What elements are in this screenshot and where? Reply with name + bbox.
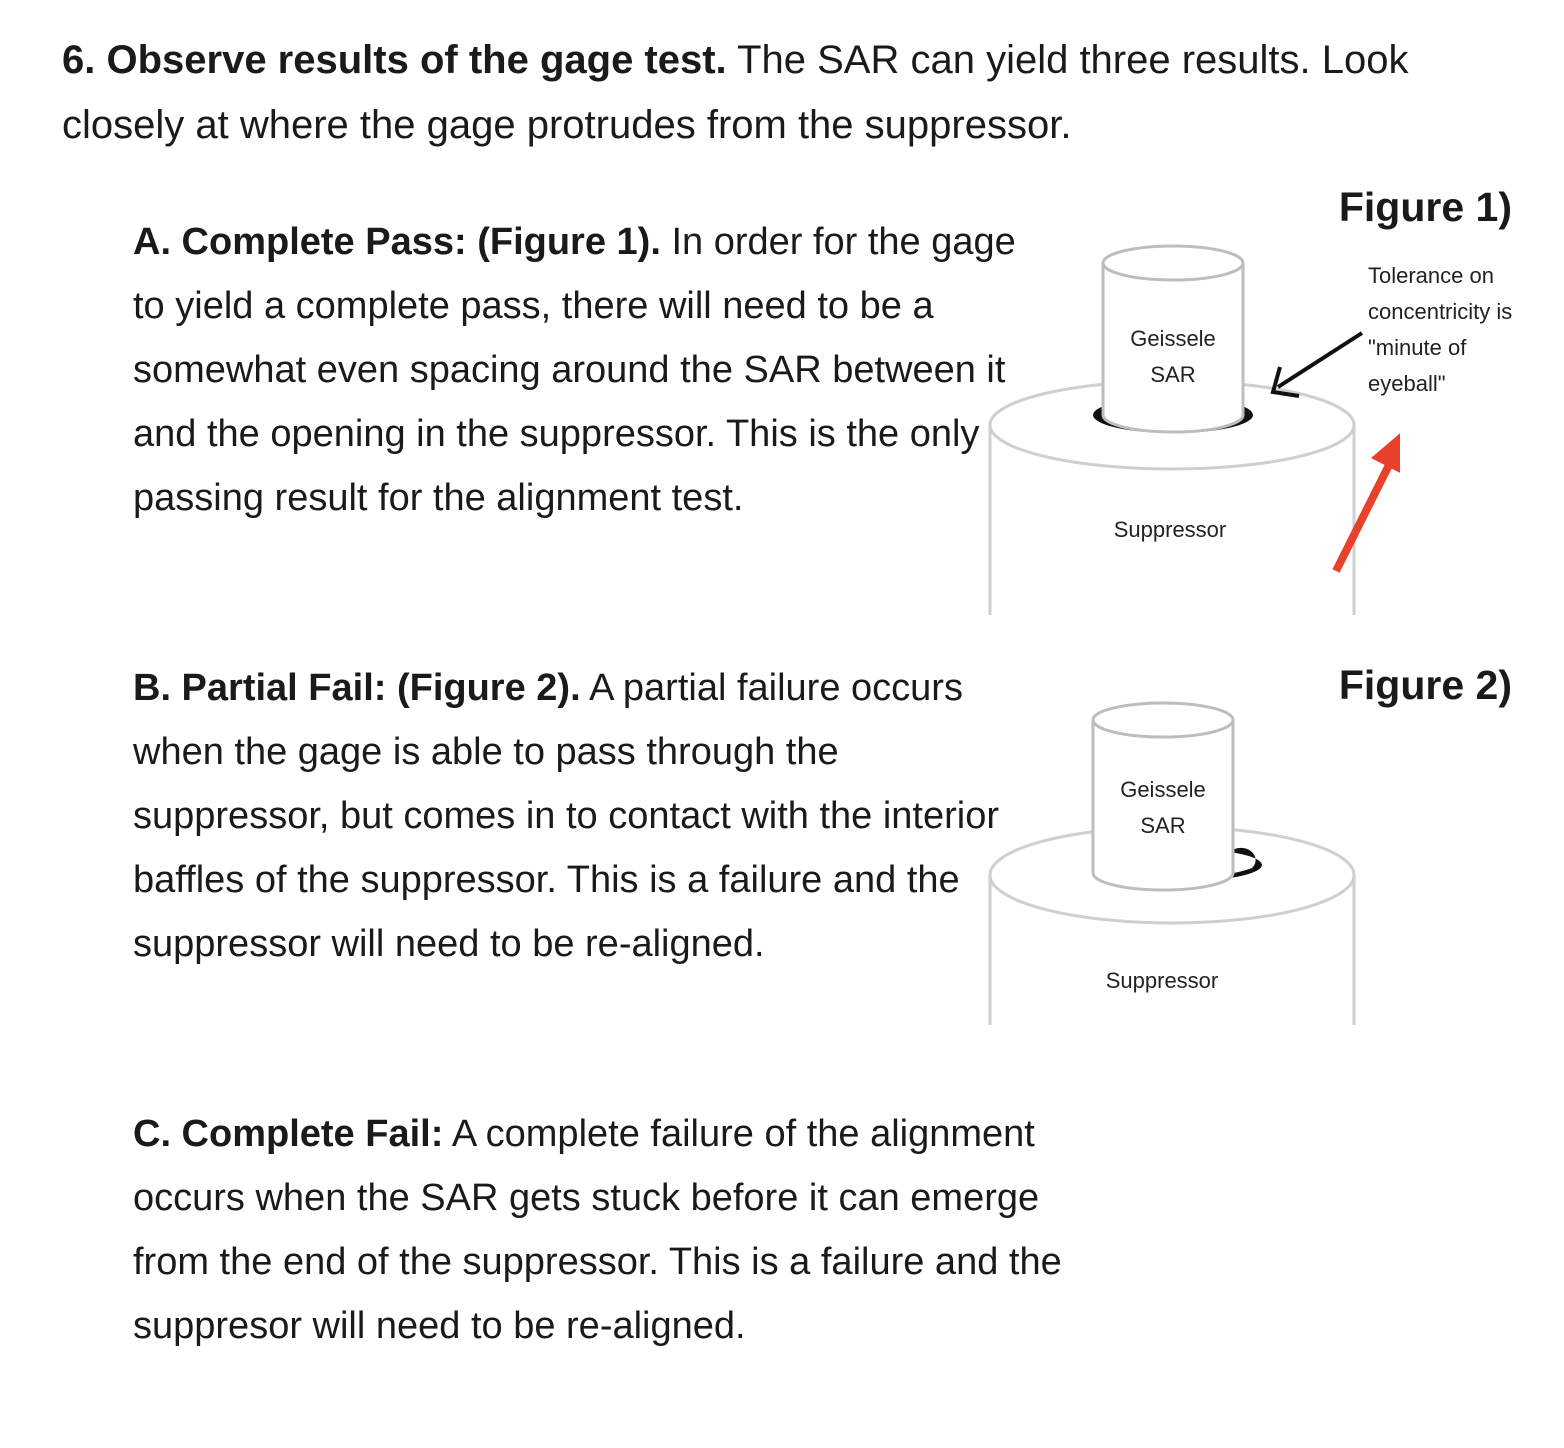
tolerance-note: Tolerance on concentricity is "minute of… bbox=[1368, 263, 1513, 396]
section-complete-pass: A. Complete Pass: (Figure 1). In order f… bbox=[133, 210, 1038, 530]
figure-1-gage-label: Geissele SAR bbox=[1103, 321, 1243, 393]
red-arrow-icon bbox=[1332, 433, 1400, 573]
figure-1-gage-line-1: Geissele bbox=[1130, 326, 1216, 351]
figure-1-suppressor-label: Suppressor bbox=[1113, 517, 1227, 542]
figure-2-gage-line-2: SAR bbox=[1140, 813, 1186, 838]
figure-1-label: Figure 1) bbox=[1338, 184, 1512, 230]
figure-2-label: Figure 2) bbox=[1338, 662, 1512, 708]
section-complete-fail: C. Complete Fail: A complete failure of … bbox=[133, 1102, 1063, 1358]
section-c-heading: C. Complete Fail: bbox=[133, 1113, 444, 1155]
section-a-text: In order for the gage to yield a complet… bbox=[133, 221, 1016, 519]
figure-2-drawing bbox=[988, 701, 1356, 1025]
figure-2-suppressor-label: Suppressor bbox=[1105, 968, 1219, 993]
section-c-text: A complete failure of the alignment occu… bbox=[133, 1113, 1062, 1347]
figure-2-gage-label: Geissele SAR bbox=[1093, 772, 1233, 844]
figure-2-illustration: Geissele SAR Suppressor bbox=[960, 680, 1390, 1030]
section-partial-fail: B. Partial Fail: (Figure 2). A partial f… bbox=[133, 656, 1028, 976]
figure-1-drawing bbox=[988, 244, 1400, 615]
step-heading: 6. Observe results of the gage test. bbox=[62, 38, 727, 82]
step-6-intro: 6. Observe results of the gage test. The… bbox=[62, 28, 1482, 158]
section-b-heading: B. Partial Fail: (Figure 2). bbox=[133, 667, 581, 709]
section-b-text: A partial failure occurs when the gage i… bbox=[133, 667, 999, 965]
gage-contact-shadow bbox=[1136, 847, 1262, 882]
figure-2-gage-line-1: Geissele bbox=[1120, 777, 1206, 802]
figure-1-gage-line-2: SAR bbox=[1150, 362, 1196, 387]
pointer-arrow-icon bbox=[1270, 331, 1364, 398]
section-a-heading: A. Complete Pass: (Figure 1). bbox=[133, 221, 661, 263]
step-text: The SAR can yield three results. Look cl… bbox=[62, 38, 1409, 147]
figure-1-illustration: Geissele SAR Suppressor bbox=[960, 215, 1400, 620]
